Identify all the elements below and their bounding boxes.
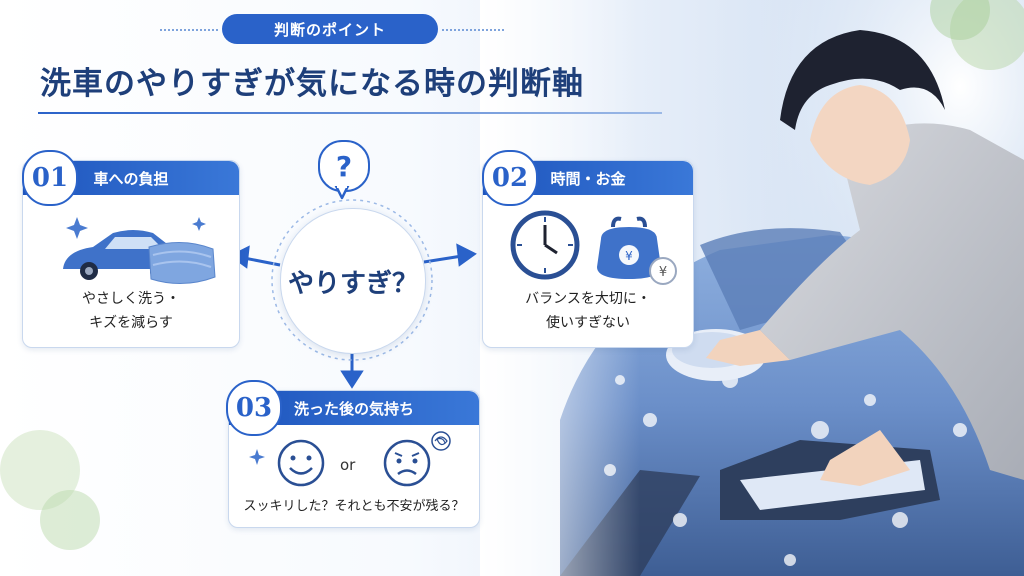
badge-dots-left — [160, 29, 218, 31]
badge-dots-right — [442, 29, 504, 31]
card-text-line1: バランスを大切に・ — [525, 291, 651, 307]
or-label: or — [340, 456, 356, 474]
clock-purse-art: ¥ ¥ — [510, 210, 677, 285]
question-mark: ? — [335, 149, 353, 183]
towel-icon — [148, 241, 216, 285]
svg-text:¥: ¥ — [625, 249, 633, 263]
section-badge: 判断のポイント — [222, 14, 438, 44]
card-number-badge: 01 — [22, 150, 78, 206]
center-label: やりすぎ？ — [287, 268, 418, 299]
card-text-line1: やさしく洗う・ — [82, 291, 180, 307]
yen-coin-icon: ¥ — [649, 257, 677, 285]
coin-purse-icon: ¥ — [597, 216, 661, 279]
sparkle-icon — [66, 217, 206, 239]
question-bubble-icon: ? — [318, 140, 370, 192]
page-title: 洗車のやりすぎが気になる時の判断軸 — [40, 66, 584, 102]
svg-text:¥: ¥ — [659, 265, 667, 280]
tangle-thought-icon — [431, 431, 451, 451]
worried-face-icon — [383, 439, 431, 487]
sparkle-icon — [249, 449, 265, 465]
car-towel-art — [63, 217, 216, 285]
card-number-badge: 02 — [482, 150, 538, 206]
card-number-badge: 03 — [226, 380, 282, 436]
card-text-line1: スッキリした？それとも不安が残る？ — [243, 499, 465, 514]
center-circle: やりすぎ？ — [280, 208, 426, 354]
card-car-burden: 車への負担 やさしく洗う・ キズを減らす — [22, 160, 240, 348]
card-text-line2: 使いすぎない — [546, 315, 630, 331]
bubble-tail — [334, 186, 350, 200]
clock-icon — [510, 210, 580, 280]
smile-face-icon — [277, 439, 325, 487]
title-underline — [38, 112, 662, 114]
feeling-faces-art — [249, 431, 451, 487]
card-text-line2: キズを減らす — [89, 315, 173, 331]
